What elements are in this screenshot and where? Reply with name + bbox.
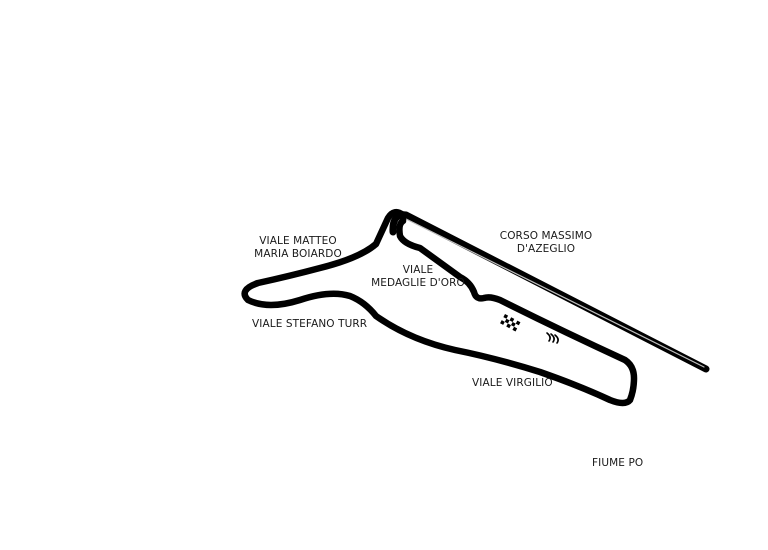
label-line: MARIA BOIARDO <box>254 248 342 260</box>
label-line: VIALE <box>402 264 434 276</box>
label-corso-massimo-dazeglio: CORSO MASSIMO D'AZEGLIO <box>496 230 596 256</box>
label-line: VIALE MATTEO <box>259 235 337 247</box>
label-fiume-po: FIUME PO <box>592 457 644 469</box>
label-viale-medaglie-doro: VIALE MEDAGLIE D'ORO <box>370 264 466 290</box>
label-line: D'AZEGLIO <box>516 243 576 255</box>
checkered-flag-icon <box>500 314 521 332</box>
circuit-loop <box>241 208 638 407</box>
label-viale-stefano-turr: VIALE STEFANO TURR <box>252 318 368 330</box>
label-viale-virgilio: VIALE VIRGILIO <box>472 377 553 389</box>
direction-chevrons-icon <box>546 332 559 344</box>
label-viale-matteo-maria-boiardo: VIALE MATTEO MARIA BOIARDO <box>244 235 352 261</box>
label-line: MEDAGLIE D'ORO <box>371 277 465 289</box>
label-line: CORSO MASSIMO <box>499 230 593 242</box>
